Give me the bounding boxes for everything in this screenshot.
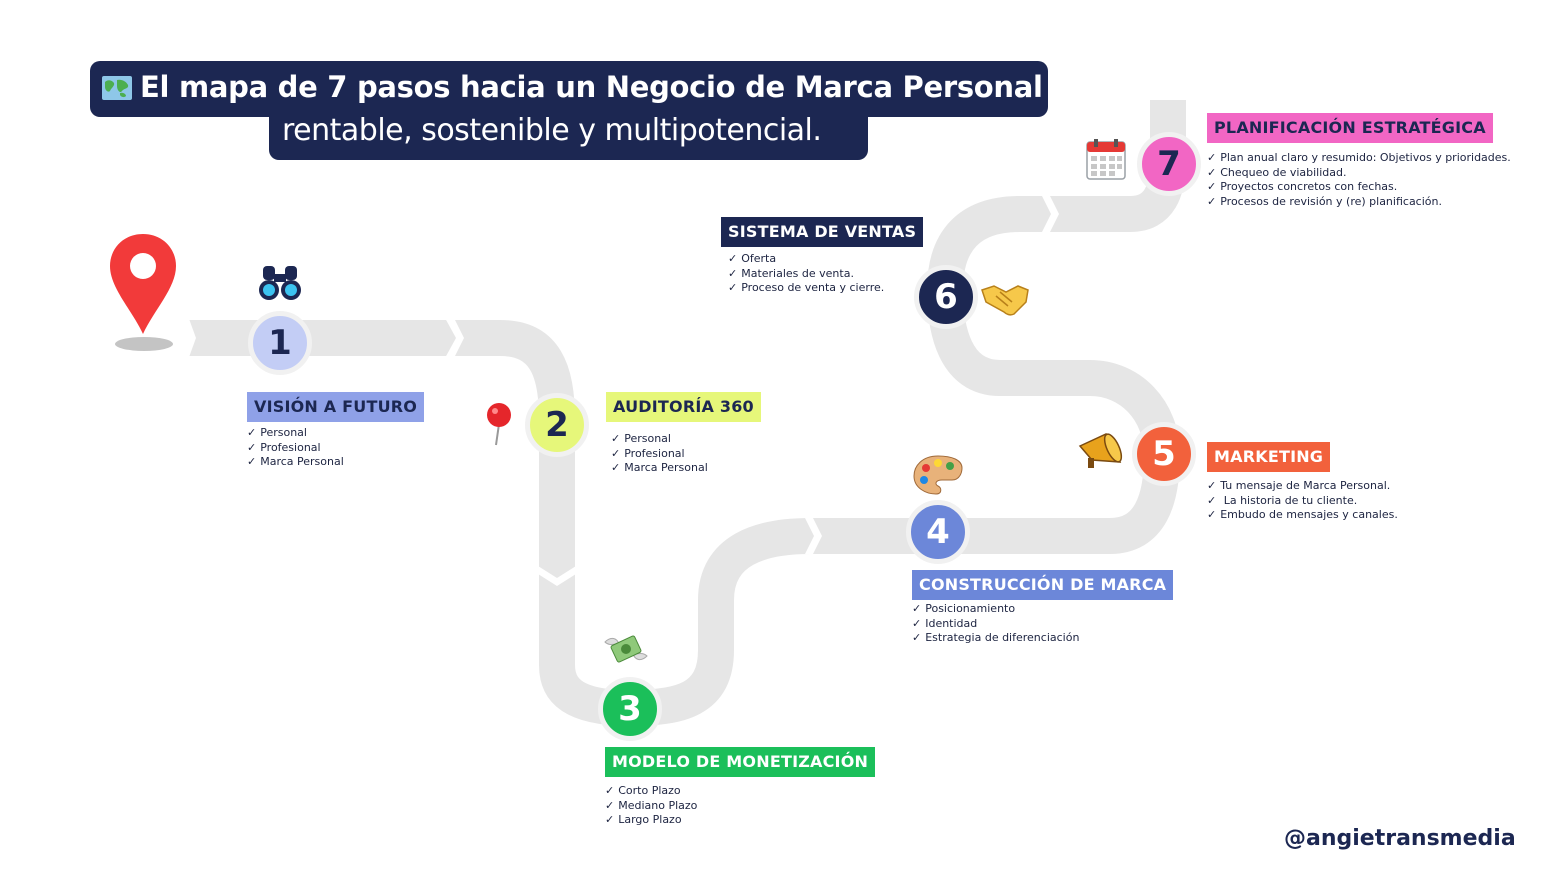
step-2-number: 2 [545, 405, 569, 445]
step-5-circle: 5 [1132, 422, 1196, 486]
palette-icon [913, 455, 963, 495]
step-4-list: Posicionamiento Identidad Estrategia de … [912, 602, 1079, 646]
step-7-circle: 7 [1137, 132, 1201, 196]
list-item: Plan anual claro y resumido: Objetivos y… [1207, 151, 1511, 166]
author-handle: @angietransmedia [1284, 826, 1516, 851]
list-item: Oferta [728, 252, 884, 267]
step-7-label: PLANIFICACIÓN ESTRATÉGICA [1207, 113, 1493, 143]
list-item: Profesional [611, 447, 708, 462]
list-item: Proyectos concretos con fechas. [1207, 180, 1511, 195]
title-banner [90, 61, 1048, 117]
step-3-number: 3 [618, 689, 642, 729]
handshake-icon [981, 285, 1029, 316]
step-1-label: VISIÓN A FUTURO [247, 392, 425, 422]
step-1-circle: 1 [248, 311, 312, 375]
list-item: Procesos de revisión y (re) planificació… [1207, 195, 1511, 210]
calendar-icon [1086, 139, 1126, 180]
list-item: Mediano Plazo [605, 799, 697, 814]
page-title: El mapa de 7 pasos hacia un Negocio de M… [140, 70, 1043, 104]
step-6-label: SISTEMA DE VENTAS [721, 217, 924, 247]
step-4-circle: 4 [906, 500, 970, 564]
step-1-list: Personal Profesional Marca Personal [247, 426, 344, 470]
step-5-label: MARKETING [1207, 442, 1331, 472]
list-item: Corto Plazo [605, 784, 697, 799]
step-4-label: CONSTRUCCIÓN DE MARCA [912, 570, 1174, 600]
list-item: Materiales de venta. [728, 267, 884, 282]
step-5-number: 5 [1152, 434, 1176, 474]
step-3-label: MODELO DE MONETIZACIÓN [605, 747, 876, 777]
list-item: La historia de tu cliente. [1207, 494, 1398, 509]
step-7-list: Plan anual claro y resumido: Objetivos y… [1207, 151, 1511, 209]
binoculars-icon [259, 266, 301, 300]
step-6-number: 6 [934, 277, 958, 317]
list-item: Marca Personal [611, 461, 708, 476]
list-item: Personal [247, 426, 344, 441]
step-3-circle: 3 [598, 677, 662, 741]
list-item: Estrategia de diferenciación [912, 631, 1079, 646]
list-item: Chequeo de viabilidad. [1207, 166, 1511, 181]
list-item: Profesional [247, 441, 344, 456]
list-item: Personal [611, 432, 708, 447]
list-item: Proceso de venta y cierre. [728, 281, 884, 296]
step-7-number: 7 [1157, 144, 1181, 184]
step-2-circle: 2 [525, 393, 589, 457]
page-subtitle: rentable, sostenible y multipotencial. [282, 113, 822, 148]
step-4-number: 4 [926, 512, 950, 552]
world-map-icon [102, 76, 132, 100]
list-item: Posicionamiento [912, 602, 1079, 617]
step-6-list: Oferta Materiales de venta. Proceso de v… [728, 252, 884, 296]
step-2-label: AUDITORÍA 360 [606, 392, 761, 422]
pin-icon [487, 403, 511, 446]
list-item: Largo Plazo [605, 813, 697, 828]
step-5-list: Tu mensaje de Marca Personal. La histori… [1207, 479, 1398, 523]
list-item: Marca Personal [247, 455, 344, 470]
megaphone-icon [1078, 433, 1123, 468]
subtitle-banner [269, 108, 868, 160]
step-2-list: Personal Profesional Marca Personal [611, 432, 708, 476]
list-item: Identidad [912, 617, 1079, 632]
money-with-wings-icon [604, 635, 648, 663]
list-item: Tu mensaje de Marca Personal. [1207, 479, 1398, 494]
step-3-list: Corto Plazo Mediano Plazo Largo Plazo [605, 784, 697, 828]
step-1-number: 1 [268, 323, 292, 363]
step-6-circle: 6 [914, 265, 978, 329]
list-item: Embudo de mensajes y canales. [1207, 508, 1398, 523]
location-pin-icon [110, 234, 176, 351]
